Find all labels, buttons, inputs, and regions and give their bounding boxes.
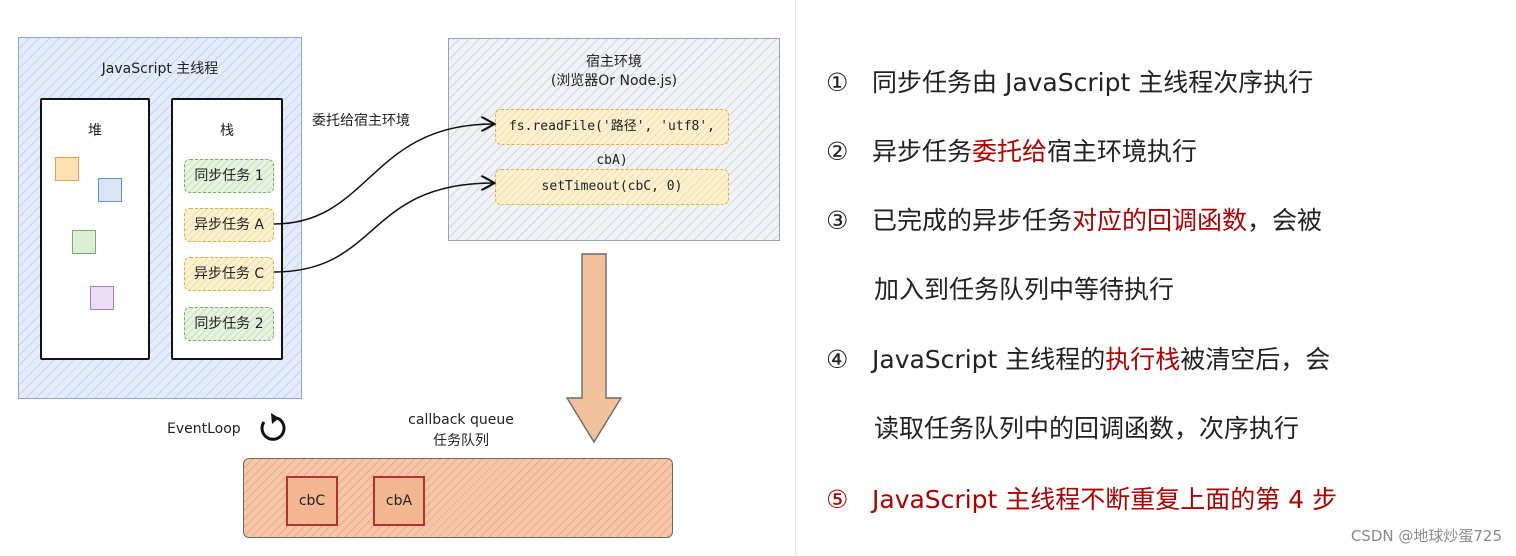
- list-text-5-highlight: JavaScript 主线程不断重复上面的第 4 步: [872, 485, 1338, 514]
- heap-title: 堆: [88, 123, 102, 139]
- host-env-subtitle: (浏览器Or Node.js): [550, 73, 678, 89]
- list-text-3c: ，会被: [1247, 206, 1323, 235]
- queue-item-cbc: cbC: [286, 476, 338, 526]
- list-item-1: ① 同步任务由 JavaScript 主线程次序执行: [826, 63, 1313, 99]
- list-item-4-cont: 读取任务队列中的回调函数，次序执行: [874, 409, 1299, 445]
- list-num-4: ④: [826, 345, 849, 374]
- stack-task-sync-2: 同步任务 2: [184, 307, 274, 341]
- eventloop-icon: [260, 413, 286, 441]
- host-env-title: 宿主环境: [586, 54, 642, 70]
- stack-title: 栈: [220, 123, 234, 139]
- eventloop-label: EventLoop: [167, 421, 241, 437]
- list-text-3a: 已完成的异步任务: [872, 206, 1073, 235]
- list-text-4a: JavaScript 主线程的: [872, 345, 1106, 374]
- list-text-1: 同步任务由 JavaScript 主线程次序执行: [872, 68, 1314, 97]
- delegate-label: 委托给宿主环境: [312, 113, 410, 129]
- list-text-2b-highlight: 委托给: [972, 137, 1048, 166]
- heap-object-purple: [90, 286, 114, 310]
- host-env-panel: 宿主环境 (浏览器Or Node.js) fs.readFile('路径', '…: [448, 38, 780, 241]
- list-item-2: ② 异步任务委托给宿主环境执行: [826, 132, 1197, 168]
- queue-title-en: callback queue: [408, 412, 514, 428]
- heap-box: 堆: [40, 98, 150, 360]
- list-item-5: ⑤ JavaScript 主线程不断重复上面的第 4 步: [826, 480, 1337, 516]
- delegation-arrows: [260, 0, 623, 444]
- stack-task-async-a: 异步任务 A: [184, 208, 274, 242]
- stack-box: 栈 同步任务 1 异步任务 A 异步任务 C 同步任务 2: [171, 98, 283, 360]
- host-task-readfile: fs.readFile('路径', 'utf8', cbA): [495, 109, 729, 168]
- list-item-4: ④ JavaScript 主线程的执行栈被清空后，会: [826, 340, 1330, 376]
- down-arrow: [565, 253, 623, 444]
- stack-task-async-c: 异步任务 C: [184, 257, 274, 291]
- list-text-2a: 异步任务: [872, 137, 973, 166]
- host-task-settimeout: setTimeout(cbC, 0): [495, 169, 729, 205]
- heap-object-blue: [98, 178, 122, 202]
- event-loop-diagram: JavaScript 主线程 堆 栈 同步任务 1 异步任务 A 异步任务 C …: [18, 0, 796, 556]
- list-item-3-cont: 加入到任务队列中等待执行: [874, 270, 1174, 306]
- watermark: CSDN @地球炒蛋725: [1350, 527, 1502, 545]
- list-text-2c: 宿主环境执行: [1047, 137, 1198, 166]
- queue-title-cn: 任务队列: [433, 433, 489, 449]
- list-text-4b-highlight: 执行栈: [1105, 345, 1181, 374]
- list-text-3-cont: 加入到任务队列中等待执行: [874, 275, 1175, 304]
- queue-item-cba: cbA: [373, 476, 425, 526]
- list-num-2: ②: [826, 137, 849, 166]
- list-num-3: ③: [826, 206, 849, 235]
- list-item-3: ③ 已完成的异步任务对应的回调函数，会被: [826, 201, 1322, 237]
- heap-object-orange: [55, 157, 79, 181]
- list-text-4c: 被清空后，会: [1180, 345, 1331, 374]
- heap-object-green: [72, 230, 96, 254]
- main-thread-title: JavaScript 主线程: [101, 61, 219, 77]
- arrow-async-a-to-readfile: [273, 124, 493, 225]
- arrow-async-c-to-settimeout: [273, 183, 493, 273]
- list-text-3b-highlight: 对应的回调函数: [1072, 206, 1248, 235]
- main-thread-panel: JavaScript 主线程 堆 栈 同步任务 1 异步任务 A 异步任务 C …: [18, 37, 302, 399]
- list-num-1: ①: [826, 68, 849, 97]
- list-text-4-cont: 读取任务队列中的回调函数，次序执行: [874, 414, 1300, 443]
- stack-task-sync-1: 同步任务 1: [184, 159, 274, 193]
- callback-queue: cbC cbA: [243, 458, 673, 538]
- list-num-5: ⑤: [826, 485, 849, 514]
